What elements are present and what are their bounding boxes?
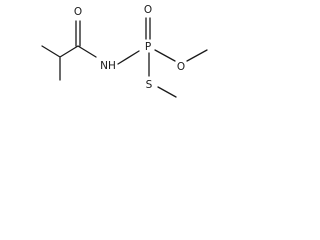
bond-ch-to-carbonyl-c	[59, 45, 79, 58]
bond-p-to-o-ester	[154, 49, 176, 62]
bond-methyl-upper-to-ch	[41, 45, 61, 58]
atom-label-phosphoryl-oxygen: O	[144, 4, 152, 16]
bond-s-to-methyl	[157, 86, 177, 98]
bond-o-ester-to-methyl	[186, 49, 208, 62]
molecule-structure-diagram: O NH P O O S	[41, 4, 208, 98]
atom-label-ester-oxygen: O	[177, 61, 185, 73]
atom-label-sulfur: S	[146, 79, 153, 91]
atom-label-carbonyl-oxygen: O	[74, 6, 82, 18]
bond-carbonyl-c-to-n	[77, 45, 97, 58]
bond-n-to-p	[117, 50, 140, 65]
atom-label-nh: NH	[100, 60, 116, 72]
atom-label-phosphorus: P	[145, 41, 151, 53]
